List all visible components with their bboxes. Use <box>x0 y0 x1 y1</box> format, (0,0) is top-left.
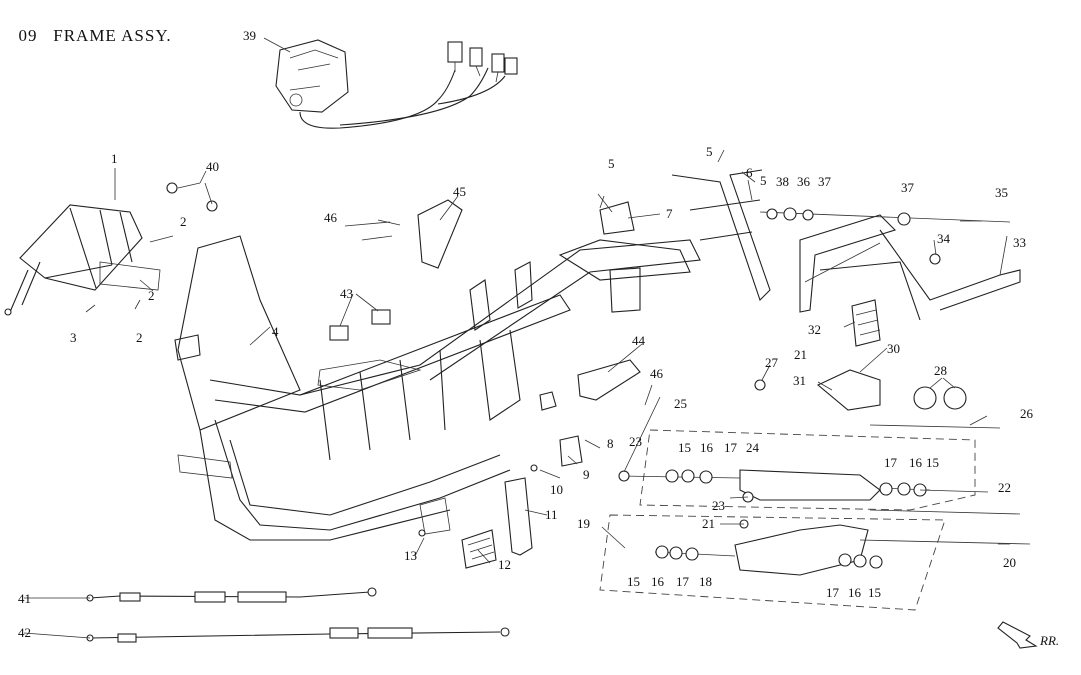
callout-46: 46 <box>324 210 338 225</box>
callout-24: 24 <box>746 440 760 455</box>
callout-18: 18 <box>699 574 712 589</box>
leader-lines <box>23 37 1010 639</box>
callout-15: 15 <box>926 455 939 470</box>
callout-19: 19 <box>577 516 590 531</box>
callout-32: 32 <box>808 322 821 337</box>
callout-2: 2 <box>136 330 143 345</box>
callout-1: 1 <box>111 151 118 166</box>
direction-label: RR. <box>1040 633 1060 648</box>
callout-21: 21 <box>794 347 807 362</box>
main-frame-drawing <box>174 235 701 541</box>
callout-labels: 1 2 2 2 3 4 5 5 5 6 7 8 9 10 11 12 13 15… <box>18 28 1034 640</box>
callout-43: 43 <box>340 286 353 301</box>
direction-arrow-icon <box>997 621 1038 649</box>
callout-15: 15 <box>868 585 881 600</box>
callout-10: 10 <box>550 482 563 497</box>
front-bracket-drawing <box>4 204 161 316</box>
callout-39: 39 <box>243 28 256 43</box>
page-title: 09 FRAME ASSY. <box>8 6 172 46</box>
callout-5: 5 <box>706 144 713 159</box>
callout-17: 17 <box>676 574 690 589</box>
callout-5: 5 <box>608 156 615 171</box>
callout-28: 28 <box>934 363 947 378</box>
callout-13: 13 <box>404 548 417 563</box>
callout-33: 33 <box>1013 235 1026 250</box>
callout-23: 23 <box>629 434 642 449</box>
callout-2: 2 <box>180 214 187 229</box>
callout-46: 46 <box>650 366 664 381</box>
callout-15: 15 <box>627 574 640 589</box>
callout-16: 16 <box>651 574 665 589</box>
callout-42: 42 <box>18 625 31 640</box>
callout-37: 37 <box>901 180 915 195</box>
callout-30: 30 <box>887 341 900 356</box>
callout-2: 2 <box>148 288 155 303</box>
callout-22: 22 <box>998 480 1011 495</box>
small-parts-drawing <box>166 182 641 569</box>
callout-16: 16 <box>848 585 862 600</box>
callout-36: 36 <box>797 174 811 189</box>
callout-11: 11 <box>545 507 558 522</box>
callout-25: 25 <box>674 396 687 411</box>
callout-44: 44 <box>632 333 646 348</box>
callout-16: 16 <box>909 455 923 470</box>
callout-34: 34 <box>937 231 951 246</box>
callout-15: 15 <box>678 440 691 455</box>
diagram-title: FRAME ASSY. <box>53 26 172 45</box>
section-number: 09 <box>18 26 38 45</box>
callout-16: 16 <box>700 440 714 455</box>
callout-31: 31 <box>793 373 806 388</box>
callout-40: 40 <box>206 159 219 174</box>
callout-17: 17 <box>826 585 840 600</box>
ignition-harness-drawing <box>275 39 518 129</box>
callout-7: 7 <box>666 206 673 221</box>
callout-8: 8 <box>607 436 614 451</box>
callout-41: 41 <box>18 591 31 606</box>
callout-12: 12 <box>498 557 511 572</box>
callout-45: 45 <box>453 184 466 199</box>
callout-37: 37 <box>818 174 832 189</box>
callout-21: 21 <box>702 516 715 531</box>
callout-26: 26 <box>1020 406 1034 421</box>
callout-17: 17 <box>884 455 898 470</box>
callout-38: 38 <box>776 174 789 189</box>
callout-23: 23 <box>712 498 725 513</box>
callout-5: 5 <box>760 173 767 188</box>
callout-9: 9 <box>583 467 590 482</box>
callout-17: 17 <box>724 440 738 455</box>
callout-4: 4 <box>272 324 279 339</box>
callout-6: 6 <box>746 165 753 180</box>
callout-35: 35 <box>995 185 1008 200</box>
callout-20: 20 <box>1003 555 1016 570</box>
cables-drawing <box>86 587 510 643</box>
callout-3: 3 <box>70 330 77 345</box>
center-stand-drawing <box>671 169 1021 429</box>
swing-arm-group-19 <box>599 514 1031 611</box>
callout-27: 27 <box>765 355 779 370</box>
